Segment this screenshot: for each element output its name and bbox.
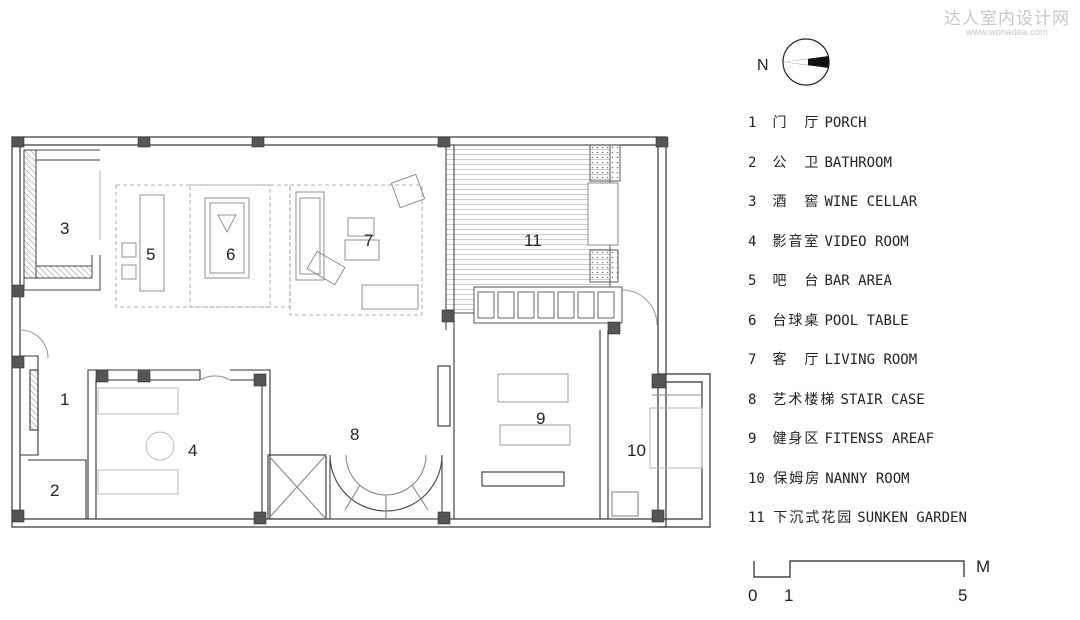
room-number-11: 11	[524, 231, 542, 250]
sunken-garden	[445, 144, 658, 330]
room-numbers: 1 2 3 4 5 6 7 8 9 10 11	[50, 219, 646, 500]
scale-tick-1: 1	[784, 586, 794, 605]
watermark-url: www.wonadea.com	[966, 27, 1048, 38]
furniture	[121, 173, 426, 310]
room-number-7: 7	[364, 231, 373, 250]
room-number-10: 10	[627, 441, 646, 460]
room-number-2: 2	[50, 481, 59, 500]
scale-tick-0: 0	[748, 586, 758, 605]
room-number-9: 9	[536, 409, 545, 428]
north-arrow	[782, 38, 830, 86]
scale-unit: M	[976, 557, 991, 576]
room-number-3: 3	[60, 219, 69, 238]
columns	[11, 136, 669, 525]
interior-walls	[19, 329, 703, 520]
watermark: 达人室内设计网 www.wonadea.com	[944, 4, 1070, 38]
wine-cellar	[23, 149, 101, 291]
room-number-6: 6	[226, 245, 235, 264]
scale-tick-5: 5	[958, 586, 968, 605]
room-number-1: 1	[60, 390, 69, 409]
watermark-text: 达人室内设计网	[944, 9, 1070, 28]
north-label: N	[757, 57, 769, 74]
furniture-zones	[115, 184, 423, 316]
room-number-5: 5	[146, 245, 155, 264]
scale-bar	[753, 560, 965, 578]
room-number-4: 4	[188, 441, 197, 460]
room-number-8: 8	[350, 425, 359, 444]
